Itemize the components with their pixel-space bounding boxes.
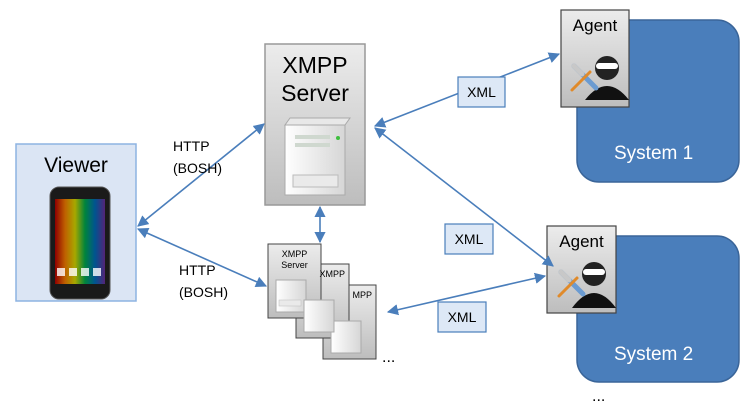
xmpp-main-title-line1: XMPP <box>282 52 348 78</box>
viewer-title: Viewer <box>44 154 108 177</box>
xmpp-cluster-ellipsis: ... <box>382 349 396 366</box>
http-bottom-line1: HTTP <box>179 262 216 278</box>
connection-arrows <box>136 52 561 316</box>
http-top-line1: HTTP <box>173 138 210 154</box>
xmpp-cluster-back1-title: XMPP <box>319 269 345 279</box>
arrow-cluster-agent2 <box>386 272 547 316</box>
xml-label-bottom: XML <box>447 309 477 325</box>
xml-label-middle: XML <box>454 231 484 247</box>
system1-label: System 1 <box>614 143 694 164</box>
http-bottom-line2: (BOSH) <box>179 284 228 300</box>
arrow-viewer-main <box>137 123 265 227</box>
xmpp-main-title-line2: Server <box>281 80 349 106</box>
agent1-icon <box>570 56 629 100</box>
xml-envelope-middle <box>444 223 494 255</box>
phone-icon <box>49 186 111 300</box>
http-top-line2: (BOSH) <box>173 160 222 176</box>
agent2-icon <box>557 262 616 308</box>
agent1-title: Agent <box>572 16 618 35</box>
xmpp-cluster-stack <box>267 243 377 360</box>
agent2-title: Agent <box>559 232 604 251</box>
xml-envelope-top <box>457 76 506 108</box>
xmpp-cluster-title-line2: Server <box>281 260 308 270</box>
xmpp-cluster-title-line1: XMPP <box>281 249 308 259</box>
xml-envelope-bottom <box>437 301 487 333</box>
server-tower-icon <box>284 117 351 196</box>
system2-label: System 2 <box>614 344 694 365</box>
arrow-main-agent2 <box>374 127 554 267</box>
arrow-viewer-cluster <box>136 227 268 288</box>
system2-ellipsis: ... <box>592 388 606 405</box>
xml-label-top: XML <box>467 84 496 100</box>
xmpp-cluster-back2-title: MPP <box>352 290 372 300</box>
